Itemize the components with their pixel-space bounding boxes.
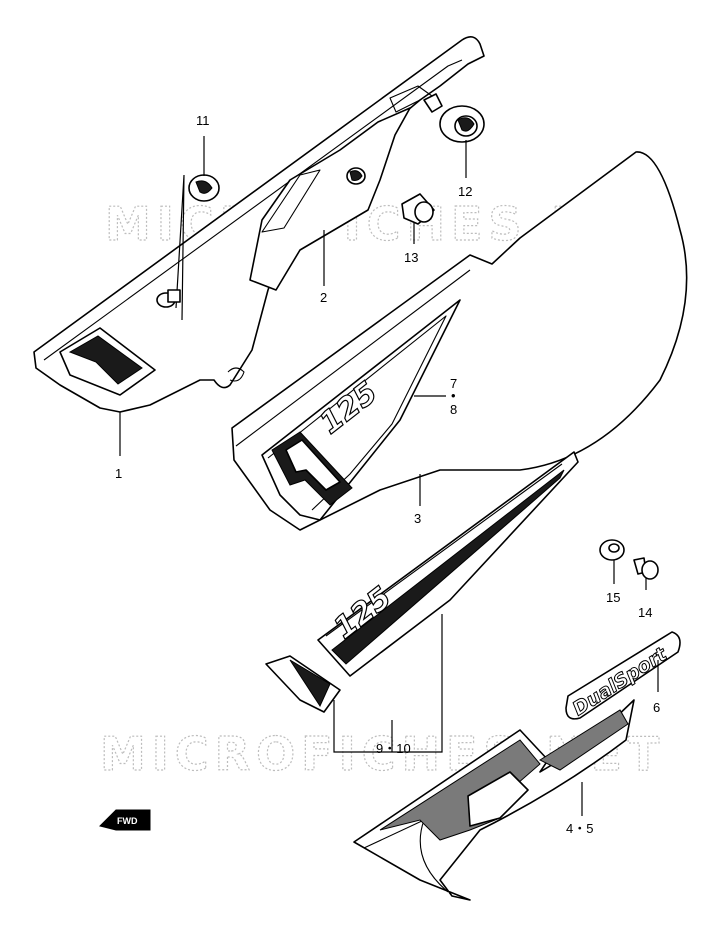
part-13-spacer[interactable] [401, 193, 435, 225]
callout-2: 2 [320, 290, 327, 305]
part-14-screw[interactable] [633, 557, 659, 590]
part-3-side-cover[interactable]: 125 [231, 151, 688, 531]
part-12-grommet[interactable] [439, 105, 485, 143]
fwd-label: FWD [117, 816, 138, 826]
callout-7: 7 [450, 376, 457, 391]
part-6-dualsport-emblem[interactable]: DualSport [565, 631, 681, 721]
callout-14: 14 [638, 605, 652, 620]
callout-7-8-dot: • [451, 388, 456, 403]
fwd-arrow-icon: FWD [99, 809, 151, 831]
callout-3: 3 [414, 511, 421, 526]
callout-1: 1 [115, 466, 122, 481]
callout-4-5: 4・5 [566, 821, 593, 836]
part-9-10-stripe-decal[interactable]: 125 [265, 451, 579, 753]
callout-13: 13 [404, 250, 418, 265]
callout-15: 15 [606, 590, 620, 605]
callout-6: 6 [653, 700, 660, 715]
callout-9-10: 9・10 [376, 741, 411, 756]
callout-12: 12 [458, 184, 472, 199]
part-4-5-lower-decal[interactable] [353, 699, 635, 901]
part-1-frame-cover[interactable] [33, 36, 485, 413]
part-15-nut[interactable] [599, 539, 625, 584]
callout-8: 8 [450, 402, 457, 417]
callout-11: 11 [196, 113, 210, 128]
